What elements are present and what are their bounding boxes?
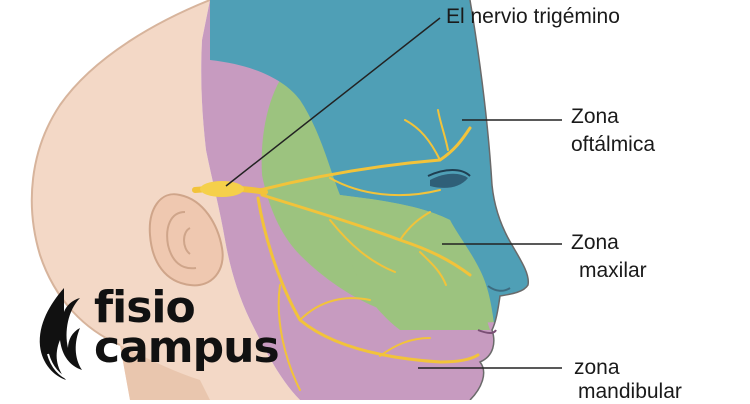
maxillary-zone-label-line1: Zona: [571, 231, 619, 254]
lips: [477, 329, 497, 334]
ophthalmic-zone-label-line2: oftálmica: [571, 133, 656, 156]
nerve-ophthalmic-twig-1: [404, 119, 441, 161]
ear: [148, 193, 224, 287]
nerve-maxillary-twig-3: [329, 219, 396, 273]
ophthalmic-zone: [210, 0, 529, 330]
face-profile: [469, 0, 530, 400]
mandibular-zone-label-line2: mandibular: [578, 380, 682, 403]
leader-line-trigeminal: [225, 17, 441, 187]
nerve-mandibular-twig-3: [277, 284, 301, 391]
trigeminal-nerve-label: El nervio trigémino: [446, 5, 620, 28]
maxillary-zone-lower: [340, 195, 490, 330]
nerve-mandibular-twig-1: [299, 297, 371, 321]
maxillary-zone-label-line2: maxilar: [579, 259, 647, 282]
neck-shadow: [120, 345, 210, 400]
nerve-ophthalmic-twig-3: [329, 177, 441, 197]
logo-text-fisio: fisio: [94, 282, 196, 333]
nerve-maxillary-branch: [260, 193, 472, 277]
flame-icon: [39, 288, 82, 381]
nerve-mandibular-twig-2: [379, 337, 431, 357]
nerve-mandibular-branch: [256, 196, 480, 364]
nerve-maxillary-twig-2: [419, 251, 447, 286]
trigeminal-ganglion: [200, 181, 244, 197]
leader-lines: [225, 17, 562, 369]
nostril: [487, 285, 511, 292]
nerve-maxillary-twig-1: [399, 211, 431, 241]
ophthalmic-zone-label-line1: Zona: [571, 105, 619, 128]
nerve-ophthalmic-branch: [258, 126, 472, 192]
mandibular-zone-label-line1: zona: [574, 356, 620, 379]
dermatome-zones: [201, 0, 529, 400]
nerve-ophthalmic-twig-2: [437, 109, 449, 151]
eye: [427, 169, 471, 188]
logo-text-campus: campus: [94, 322, 280, 373]
